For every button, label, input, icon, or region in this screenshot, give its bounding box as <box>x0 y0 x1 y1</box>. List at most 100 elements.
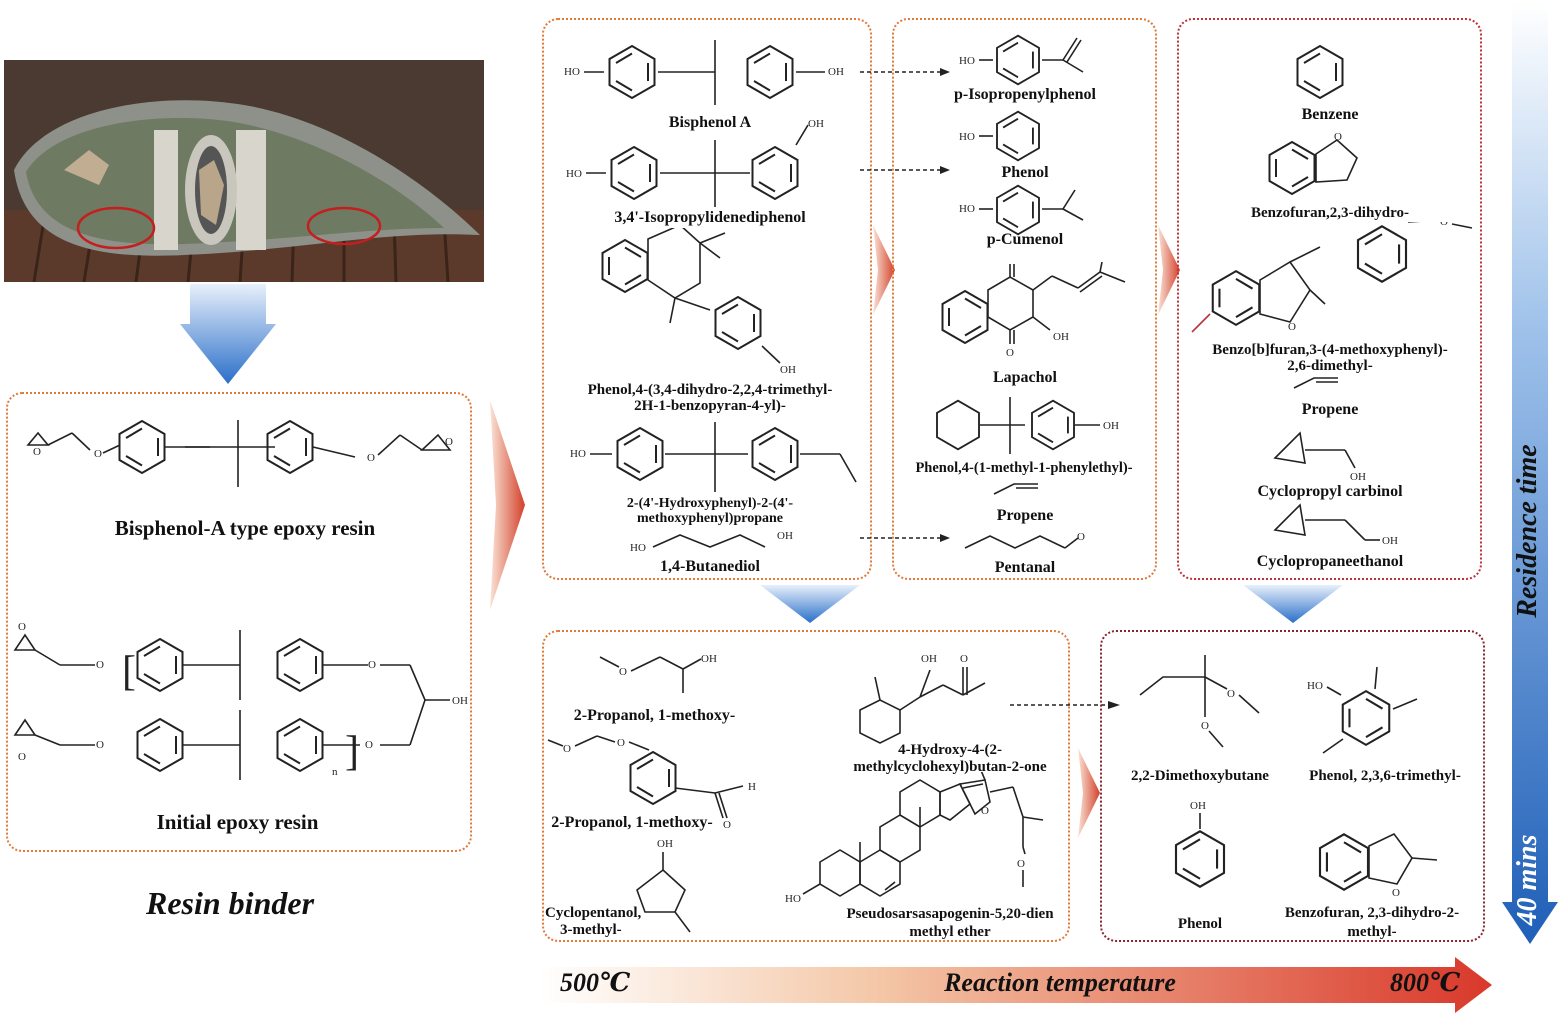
col1-item-0: Bisphenol A <box>668 114 752 131</box>
cyclopropyl-carbinol-structure: OH <box>1273 431 1366 483</box>
propene-structure <box>993 483 1038 495</box>
svg-text:HO: HO <box>959 55 975 67</box>
svg-text:OH: OH <box>1103 420 1119 432</box>
svg-text:OH: OH <box>777 530 793 542</box>
down-arrow-icon <box>180 284 276 384</box>
bottom-mid-item-3: 3-methyl- <box>560 922 622 938</box>
col3-item-2: Benzo[b]furan,3-(4-methoxyphenyl)- <box>1212 342 1448 358</box>
hydroxyphenyl-methoxyphenyl-structure: HO <box>570 422 857 492</box>
bottom-right-item-4: methyl- <box>1347 924 1397 940</box>
methoxypropanol-structure: O OH <box>599 653 717 693</box>
right-chevron-icon <box>1078 748 1100 838</box>
col2-item-6: Pentanal <box>994 559 1056 576</box>
right-chevron-icon <box>873 225 895 315</box>
temp-start-label: 500℃ <box>560 968 631 997</box>
svg-text:H: H <box>748 781 756 793</box>
dashed-arrow <box>1010 701 1120 709</box>
temp-axis-label: Reaction temperature <box>944 968 1176 997</box>
col1-item-2: Phenol,4-(3,4-dihydro-2,2,4-trimethyl- <box>587 382 833 398</box>
col2-item-0: p-Isopropenylphenol <box>954 86 1096 103</box>
phenol-structure-2: OH <box>1174 800 1226 888</box>
pentanal-structure: O <box>964 531 1085 549</box>
cumenol-structure: HO <box>959 184 1084 236</box>
methylcyclopentanol-structure: OH <box>636 838 691 933</box>
col2-item-2: p-Cumenol <box>986 231 1064 248</box>
dashed-arrows <box>860 68 950 542</box>
col3-box <box>1177 18 1482 580</box>
svg-text:OH: OH <box>1382 535 1398 547</box>
svg-text:O: O <box>563 743 571 755</box>
svg-text:OH: OH <box>657 838 673 850</box>
temp-end-label: 800℃ <box>1390 968 1461 997</box>
benzopyran-phenol-structure: OH <box>601 228 796 376</box>
col1-item-5: methoxyphenyl)propane <box>637 511 783 526</box>
svg-text:O: O <box>619 666 627 678</box>
svg-text:O: O <box>1006 347 1014 359</box>
residence-time-arrow <box>1502 2 1558 944</box>
dihydrobenzofuran-structure: O <box>1268 131 1358 195</box>
col1-item-3: 2H-1-benzopyran-4-yl)- <box>634 398 786 414</box>
svg-text:O: O <box>617 737 625 749</box>
svg-text:O: O <box>1017 858 1025 870</box>
resin-binder-title: Resin binder <box>145 885 315 921</box>
svg-text:]: ] <box>345 729 359 775</box>
svg-text:O: O <box>445 436 453 448</box>
bottom-right-box <box>1100 630 1485 942</box>
svg-text:O: O <box>960 653 968 665</box>
time-value-label: 40 mins <box>1512 834 1543 926</box>
col1-box <box>542 18 872 580</box>
resin-box <box>6 392 472 852</box>
methoxyphenyl-benzofuran-structure: O O <box>1191 222 1473 333</box>
down-arrow-icon <box>1243 585 1343 623</box>
col1-item-4: 2-(4'-Hydroxyphenyl)-2-(4'- <box>626 496 794 511</box>
svg-text:HO: HO <box>1307 680 1323 692</box>
svg-text:OH: OH <box>1350 471 1366 483</box>
blade-photo <box>4 60 484 283</box>
svg-text:O: O <box>1006 262 1014 265</box>
svg-text:O: O <box>365 739 373 751</box>
svg-text:O: O <box>1077 531 1085 543</box>
col2-item-5: Propene <box>996 507 1054 524</box>
svg-text:O: O <box>1201 720 1209 732</box>
time-value-wrap: 40 mins <box>1508 820 1548 940</box>
col1-item-1: 3,4'-Isopropylidenediphenol <box>614 209 806 226</box>
residence-time-label: Residence time <box>1512 444 1543 618</box>
methyl-dihydrobenzofuran-structure: O <box>1318 832 1438 899</box>
bottom-mid-item-4: 4-Hydroxy-4-(2- <box>898 742 1002 758</box>
bottom-right-item-2: Phenol <box>1177 916 1223 932</box>
bottom-mid-item-0: 2-Propanol, 1-methoxy- <box>573 707 736 724</box>
svg-text:OH: OH <box>921 653 937 665</box>
svg-text:OH: OH <box>701 653 717 665</box>
svg-text:n: n <box>332 766 338 778</box>
cyclopropaneethanol-structure: OH <box>1273 503 1398 547</box>
down-arrow-icon <box>760 585 860 623</box>
bottom-mid-item-1: 2-Propanol, 1-methoxy- <box>551 814 713 831</box>
phenol-structure: HO <box>959 110 1040 162</box>
isopropenylphenol-structure: HO <box>959 34 1084 86</box>
bottom-mid-item-2: Cyclopentanol, <box>545 905 642 921</box>
methoxymethoxy-benzaldehyde-structure: O O H O <box>547 735 756 828</box>
svg-text:HO: HO <box>959 203 975 215</box>
svg-text:O: O <box>1288 321 1296 333</box>
pseudosarsasapogenin-structure: HO O O <box>785 772 1044 905</box>
phenylethyl-phenol-structure: OH <box>936 397 1119 454</box>
svg-text:O: O <box>18 621 26 633</box>
svg-text:O: O <box>18 751 26 763</box>
col3-item-6: Cyclopropaneethanol <box>1256 553 1404 570</box>
svg-text:OH: OH <box>1053 331 1069 343</box>
svg-text:OH: OH <box>828 66 844 78</box>
svg-text:HO: HO <box>785 893 801 905</box>
col3-item-3: 2,6-dimethyl- <box>1287 358 1373 374</box>
bottom-mid-item-6: Pseudosarsasapogenin-5,20-dien <box>846 906 1054 922</box>
svg-text:O: O <box>1334 131 1342 143</box>
svg-text:OH: OH <box>1190 800 1206 812</box>
col3-item-0: Benzene <box>1301 106 1359 123</box>
col2-box <box>892 18 1157 580</box>
right-chevron-icon <box>1158 225 1180 315</box>
propene-structure-2 <box>1293 377 1338 389</box>
svg-text:O: O <box>1440 222 1448 228</box>
col3-item-5: Cyclopropyl carbinol <box>1257 483 1403 500</box>
svg-text:O: O <box>1227 688 1235 700</box>
temperature-arrow <box>540 957 1492 1013</box>
butanediol-structure: HO OH <box>630 530 793 554</box>
